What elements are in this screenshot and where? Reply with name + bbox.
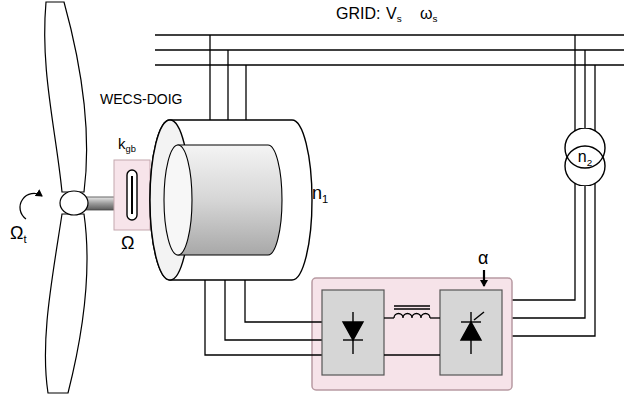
firing-angle-arrow [483,270,485,286]
grid-label: GRID: [336,5,380,23]
generator-label: WECS-DOIG [100,92,182,107]
gear-ratio-symbol: kgb [118,136,136,153]
grid-bus [155,35,624,65]
inverter-box [440,290,502,375]
turns-ratio-symbol: n1 [312,184,328,204]
gearbox-slot [127,170,137,220]
generator-rotor [164,145,192,255]
voltage-symbol: Vs [386,5,402,23]
rectifier-box [322,290,384,375]
generator-rotor [178,145,282,255]
firing-angle-symbol: α [478,249,488,269]
dc-link [384,306,440,355]
frequency-symbol: ωs [420,5,437,23]
generator-stator [150,120,312,280]
transformer-symbol: n2 [563,128,607,186]
diode-symbol [343,312,363,354]
gearbox [114,160,150,230]
transformer-ratio: n2 [578,148,592,166]
generator-speed-symbol: Ω [121,234,134,254]
rotation-arrow [20,193,42,219]
turbine-rotor [45,2,87,393]
transformer-winding [565,146,605,186]
rotor-wires [205,268,322,355]
stator-wires [210,35,246,121]
gearbox-slot [131,176,133,214]
hub [60,191,88,215]
turbine-speed-symbol: Ωt [10,224,27,244]
transformer-winding [565,128,605,168]
converter-housing [312,278,512,390]
thyristor-symbol [461,312,484,354]
